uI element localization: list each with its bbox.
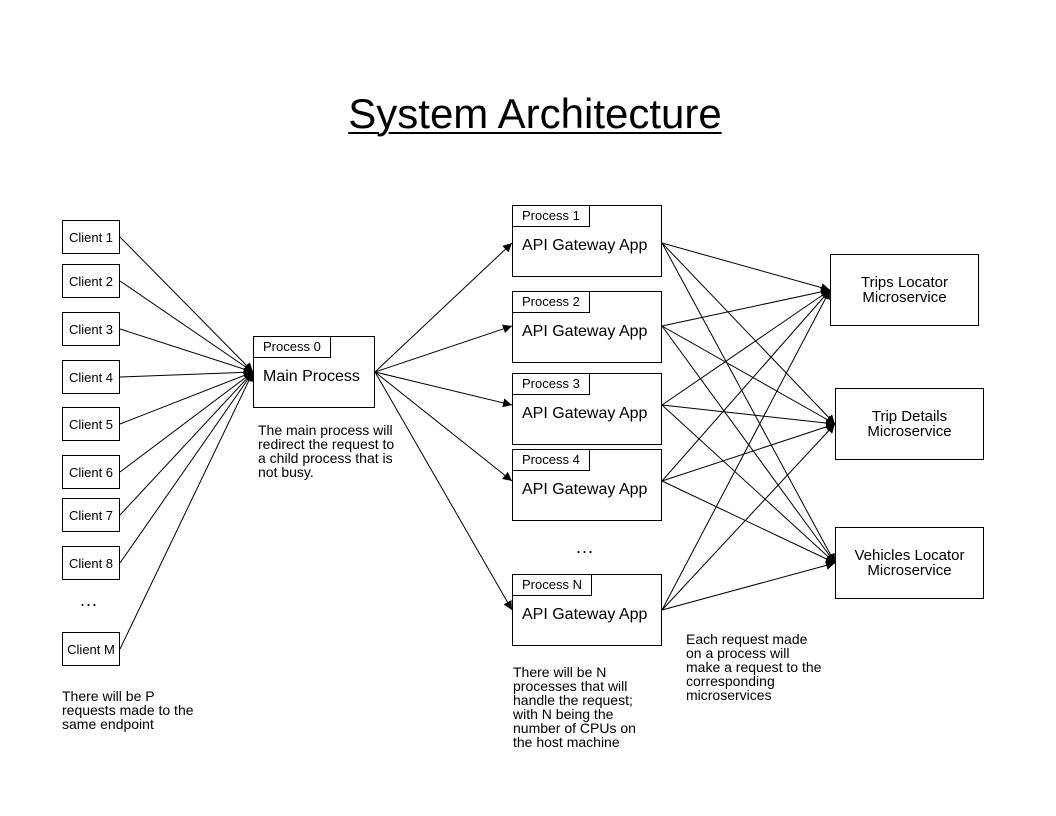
client-to-main-arrow — [119, 371, 254, 564]
process-to-microservice-arrow — [661, 480, 836, 564]
client-box: Client M — [62, 632, 120, 666]
microservice-name: Trip Details — [871, 408, 948, 425]
page-title: System Architecture — [348, 90, 722, 137]
child-process-box: Process N API Gateway App — [512, 574, 662, 646]
main-to-process-arrow — [374, 371, 513, 482]
client-to-main-arrow — [119, 371, 254, 473]
process-tag: Process 0 — [254, 337, 331, 358]
client-to-main-arrow — [119, 280, 254, 373]
microservice-box: Trips Locator Microservice — [830, 254, 979, 326]
process-to-microservice-arrow — [661, 289, 831, 611]
child-process-box: Process 4 API Gateway App — [512, 449, 662, 521]
main-to-process-arrow — [374, 371, 513, 611]
process-to-microservice-arrow — [661, 287, 831, 327]
process-to-microservice-arrow — [661, 242, 831, 292]
clients-note: There will be P requests made to the sam… — [62, 688, 194, 732]
main-process-box: Process 0 Main Process — [253, 336, 375, 408]
client-box: Client 7 — [62, 498, 120, 532]
microservice-name: Vehicles Locator — [854, 547, 965, 564]
process-tag: Process 3 — [513, 374, 590, 395]
microservice-type: Microservice — [867, 423, 952, 440]
process-to-microservice-arrow — [661, 242, 836, 564]
process-to-microservice-arrow — [661, 404, 836, 428]
client-box: Client 4 — [62, 360, 120, 394]
client-box: Client 3 — [62, 312, 120, 346]
process-to-microservice-arrow — [661, 423, 836, 611]
client-box: Client 8 — [62, 546, 120, 580]
api-gateway-label: API Gateway App — [522, 405, 648, 422]
client-to-main-arrow — [119, 371, 254, 425]
process-to-microservice-arrow — [661, 325, 836, 425]
process-to-microservice-arrow — [661, 404, 836, 564]
client-label: Client 1 — [68, 229, 114, 245]
process-to-microservice-arrow — [661, 289, 831, 482]
api-gateway-label: API Gateway App — [522, 606, 648, 623]
process-to-microservice-arrow — [661, 422, 836, 482]
child-process-box: Process 3 API Gateway App — [512, 373, 662, 445]
main-process-label: Main Process — [263, 368, 360, 385]
main-to-process-arrow — [374, 242, 513, 373]
child-process-box: Process 2 API Gateway App — [512, 291, 662, 363]
process-to-microservice-arrow — [661, 242, 836, 425]
microservice-name: Trips Locator — [861, 274, 948, 291]
microservice-box: Trip Details Microservice — [835, 388, 984, 460]
client-box: Client 5 — [62, 407, 120, 441]
client-label: Client 3 — [68, 321, 114, 337]
client-to-main-arrow — [119, 367, 254, 378]
microservices-note: Each request made on a process will make… — [686, 631, 822, 703]
main-to-process-arrow — [374, 371, 513, 408]
process-to-microservice-arrow — [661, 561, 836, 611]
client-label: Client 2 — [68, 273, 114, 289]
client-to-main-arrow — [119, 371, 254, 650]
client-box: Client 1 — [62, 220, 120, 254]
process-tag: Process N — [513, 575, 592, 596]
client-label: Client 5 — [68, 416, 114, 432]
main-process-note: The main process will redirect the reque… — [258, 422, 395, 480]
client-label: Client 7 — [68, 507, 114, 523]
client-box: Client 6 — [62, 455, 120, 489]
client-ellipsis: ... — [80, 590, 99, 610]
microservice-box: Vehicles Locator Microservice — [835, 527, 984, 599]
api-gateway-label: API Gateway App — [522, 481, 648, 498]
process-ellipsis: ... — [576, 537, 595, 557]
process-to-microservice-arrow — [661, 289, 831, 406]
client-label: Client M — [67, 641, 115, 657]
process-tag: Process 2 — [513, 292, 590, 313]
api-gateway-label: API Gateway App — [522, 237, 648, 254]
client-label: Client 6 — [68, 464, 114, 480]
client-to-main-arrow — [119, 328, 254, 374]
client-to-main-arrow — [119, 371, 254, 516]
client-box: Client 2 — [62, 264, 120, 298]
main-to-process-arrow — [374, 324, 513, 373]
microservice-type: Microservice — [862, 289, 947, 306]
client-to-main-arrow — [119, 236, 254, 373]
api-gateway-label: API Gateway App — [522, 323, 648, 340]
client-label: Client 4 — [68, 369, 114, 385]
process-tag: Process 1 — [513, 206, 590, 227]
client-label: Client 8 — [68, 555, 114, 571]
microservice-type: Microservice — [867, 562, 952, 579]
process-tag: Process 4 — [513, 450, 590, 471]
child-process-box: Process 1 API Gateway App — [512, 205, 662, 277]
processes-note: There will be N processes that will hand… — [513, 664, 636, 750]
